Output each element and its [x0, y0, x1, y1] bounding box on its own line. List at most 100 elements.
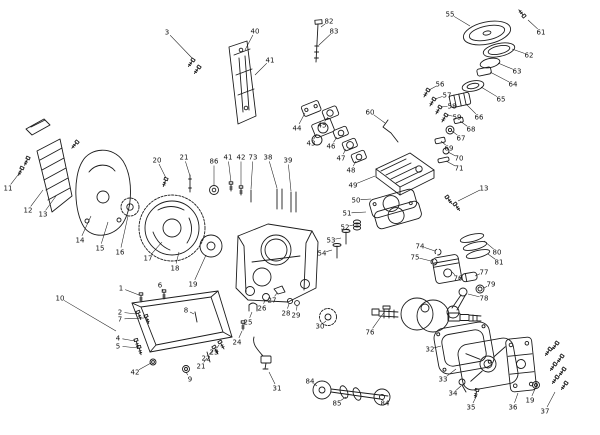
- callout-leader-line: [451, 130, 458, 136]
- part-number-label: 73: [249, 153, 258, 161]
- head-bolts-drawing: [444, 194, 462, 213]
- callout-leader-line: [514, 392, 519, 403]
- part-number-label: 26: [258, 304, 267, 312]
- part-number-label: 64: [509, 80, 518, 88]
- part-number-label: 57: [443, 91, 452, 99]
- part-number-label: 13: [39, 210, 48, 218]
- callout-leader-line: [372, 310, 386, 329]
- callout-leader-line: [203, 357, 208, 363]
- callout-leader-line: [228, 161, 232, 183]
- part-number-label: 80: [493, 248, 502, 256]
- part-number-label: 41: [224, 153, 233, 161]
- part-number-label: 81: [495, 258, 504, 266]
- part-number-label: 74: [416, 242, 425, 250]
- carburetor-group-drawing: [300, 100, 399, 164]
- linkage-parts-drawing: [240, 285, 300, 331]
- part-number-label: 61: [537, 28, 546, 36]
- callout-leader-line: [318, 33, 331, 46]
- part-number-label: 59: [453, 113, 462, 121]
- callout-leader-line: [138, 362, 152, 371]
- callout-leader-line: [357, 175, 376, 184]
- part-number-label: 23: [210, 348, 219, 356]
- part-number-label: 86: [210, 157, 219, 165]
- starter-cup-drawing: [199, 185, 223, 258]
- callout-leader-line: [101, 221, 109, 244]
- callout-leader-line: [546, 391, 556, 408]
- part-number-label: 1: [119, 284, 123, 292]
- choke-rod-drawing: [382, 119, 399, 143]
- callout-leader-line: [457, 189, 481, 202]
- part-number-label: 36: [509, 403, 518, 411]
- callout-leader-line: [428, 85, 437, 91]
- head-gasket-drawing: [369, 188, 422, 230]
- callout-leader-line: [161, 288, 164, 292]
- part-number-label: 24: [233, 338, 242, 346]
- callout-leader-line: [324, 116, 329, 122]
- part-number-label: 71: [455, 164, 464, 172]
- part-number-label: 39: [284, 156, 293, 164]
- part-number-label: 50: [352, 196, 361, 204]
- part-number-label: 77: [480, 268, 489, 276]
- callout-leader-line: [447, 151, 456, 157]
- part-number-label: 48: [347, 166, 356, 174]
- valve-parts-drawing: [332, 219, 362, 259]
- part-number-label: 79: [487, 280, 496, 288]
- callout-leader-line: [440, 140, 446, 146]
- callout-leader-line: [445, 160, 456, 167]
- frame-hardware-drawing: [133, 289, 227, 373]
- side-cover-drawing: [505, 336, 540, 393]
- part-number-label: 34: [449, 389, 458, 397]
- part-number-label: 68: [467, 125, 476, 133]
- part-number-label: 20: [153, 156, 162, 164]
- part-number-label: 10: [56, 294, 65, 302]
- part-number-label: 5: [116, 342, 120, 350]
- part-number-label: 46: [327, 142, 336, 150]
- callout-leader-line: [274, 292, 278, 297]
- callout-leader-line: [268, 371, 276, 385]
- camshaft-drawing: [312, 380, 391, 406]
- callout-leader-line: [340, 396, 347, 401]
- callout-leader-line: [440, 106, 448, 108]
- callout-leader-line: [459, 120, 468, 127]
- callout-leader-line: [453, 16, 471, 27]
- callout-leader-line: [480, 86, 498, 97]
- callout-leader-line: [360, 198, 372, 200]
- callout-leader-line: [313, 383, 318, 387]
- callout-leader-line: [250, 161, 253, 190]
- part-number-label: 52: [341, 223, 350, 231]
- callout-leader-line: [342, 148, 347, 155]
- part-number-label: 69: [445, 144, 454, 152]
- crankcase-cover-drawing: [457, 337, 519, 399]
- callout-leader-line: [424, 247, 436, 252]
- part-number-label: 21: [180, 153, 189, 161]
- part-number-label: 14: [76, 236, 85, 244]
- part-number-label: 31: [273, 384, 282, 392]
- callout-leader-line: [467, 293, 480, 298]
- part-number-label: 25: [244, 318, 253, 326]
- callout-leader-line: [288, 164, 292, 192]
- callout-leader-line: [531, 388, 536, 397]
- part-number-label: 16: [116, 248, 125, 256]
- handle-screws-drawing: [186, 57, 202, 76]
- part-number-label: 7: [118, 315, 122, 323]
- callout-leader-line: [124, 312, 137, 315]
- part-number-label: 3: [165, 28, 169, 36]
- callout-leader-line: [185, 371, 189, 376]
- part-number-label: 15: [96, 244, 105, 252]
- part-number-label: 42: [237, 153, 246, 161]
- part-number-label: 47: [337, 154, 346, 162]
- part-number-label: 40: [251, 27, 260, 35]
- callout-leader-line: [175, 251, 180, 264]
- part-number-label: 70: [455, 154, 464, 162]
- governor-gear-drawing: [120, 197, 140, 217]
- spark-plug-drawing: [253, 336, 272, 370]
- callout-leader-line: [434, 96, 443, 100]
- part-number-label: 38: [264, 153, 273, 161]
- part-number-label: 53: [327, 236, 336, 244]
- callout-leader-line: [474, 273, 481, 277]
- mounting-frame-drawing: [131, 290, 233, 353]
- part-number-label: 84: [381, 399, 390, 407]
- part-number-label: 60: [366, 108, 375, 116]
- part-number-label: 8: [184, 306, 188, 314]
